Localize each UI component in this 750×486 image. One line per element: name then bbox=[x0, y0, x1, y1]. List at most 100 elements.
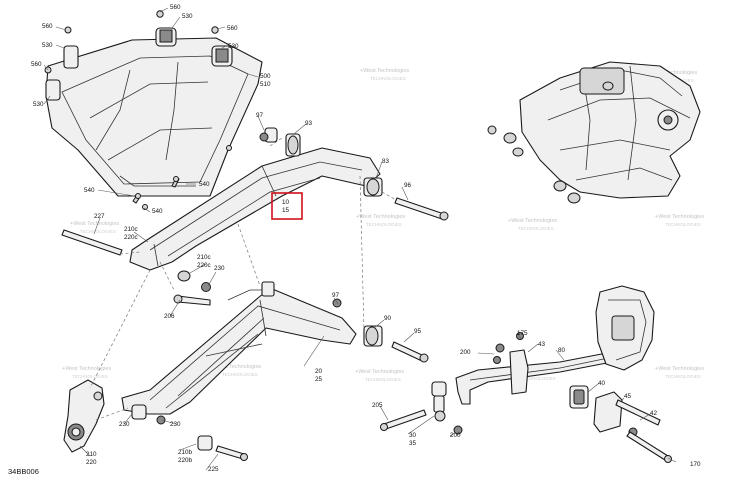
sway-bar-link[interactable] bbox=[595, 285, 655, 371]
callout-560: 560 bbox=[170, 4, 181, 11]
bushing[interactable] bbox=[363, 177, 383, 197]
callout-35: 35 bbox=[409, 440, 417, 447]
callout-560: 560 bbox=[42, 23, 53, 30]
callout-210b: 210b bbox=[178, 449, 193, 456]
skid-plate[interactable] bbox=[45, 37, 263, 197]
callout-200: 200 bbox=[450, 432, 461, 439]
screw[interactable] bbox=[132, 193, 141, 204]
callout-220c: 220c bbox=[124, 234, 138, 241]
svg-text:TECHNOLOGIES: TECHNOLOGIES bbox=[370, 76, 406, 81]
bolt[interactable] bbox=[626, 431, 672, 463]
svg-text:TECHNOLOGIES: TECHNOLOGIES bbox=[72, 374, 108, 379]
callout-530: 530 bbox=[182, 13, 193, 20]
end-link[interactable] bbox=[431, 381, 447, 422]
mount-bracket[interactable] bbox=[261, 281, 275, 297]
bushing-bracket[interactable] bbox=[593, 391, 623, 433]
knuckle[interactable] bbox=[63, 379, 105, 453]
callout-540: 540 bbox=[152, 208, 163, 215]
svg-text:TECHNOLOGIES: TECHNOLOGIES bbox=[366, 222, 402, 227]
clamp-bracket[interactable] bbox=[63, 26, 79, 69]
svg-text:+West Technologies: +West Technologies bbox=[70, 221, 119, 227]
nut[interactable] bbox=[493, 356, 501, 364]
bolt[interactable] bbox=[215, 445, 248, 461]
callout-15: 15 bbox=[282, 207, 290, 214]
bolt[interactable] bbox=[391, 341, 429, 363]
callout-230: 230 bbox=[119, 421, 130, 428]
callout-210: 210 bbox=[86, 451, 97, 458]
callout-500: 500 bbox=[260, 73, 271, 80]
svg-text:TECHNOLOGIES: TECHNOLOGIES bbox=[222, 372, 258, 377]
bolt[interactable] bbox=[380, 409, 427, 431]
nut[interactable] bbox=[201, 282, 211, 292]
callout-30: 30 bbox=[409, 432, 417, 439]
clamp-bracket[interactable] bbox=[211, 26, 233, 67]
callout-96: 96 bbox=[404, 182, 412, 189]
nut[interactable] bbox=[495, 343, 505, 353]
callout-43: 43 bbox=[538, 341, 546, 348]
bushing[interactable] bbox=[569, 385, 589, 409]
callout-560: 560 bbox=[31, 61, 42, 68]
nut[interactable] bbox=[259, 132, 269, 142]
callout-labels: 560 530 560 530 560 530 560 530 500 510 … bbox=[31, 4, 701, 473]
callout-225: 225 bbox=[208, 466, 219, 473]
svg-text:+West Technologies: +West Technologies bbox=[508, 218, 557, 224]
bushing[interactable] bbox=[131, 404, 147, 420]
callout-220c: 220c bbox=[197, 262, 211, 269]
screw[interactable] bbox=[226, 145, 232, 151]
svg-text:TECHNOLOGIES: TECHNOLOGIES bbox=[665, 222, 701, 227]
bushing[interactable] bbox=[363, 325, 383, 347]
callout-97: 97 bbox=[332, 292, 340, 299]
callout-95: 95 bbox=[414, 328, 422, 335]
nut[interactable] bbox=[156, 415, 166, 425]
sway-bar[interactable] bbox=[455, 351, 627, 405]
assembled-suspension-view[interactable] bbox=[487, 61, 701, 204]
highlight-box bbox=[271, 192, 303, 220]
upper-a-arm[interactable] bbox=[129, 147, 381, 271]
callout-220b: 220b bbox=[178, 457, 193, 464]
callout-20: 20 bbox=[315, 368, 323, 375]
callout-210c: 210c bbox=[124, 226, 138, 233]
callout-93: 93 bbox=[305, 120, 313, 127]
washer[interactable] bbox=[177, 270, 191, 282]
screw[interactable] bbox=[171, 176, 180, 188]
svg-text:+West Technologies: +West Technologies bbox=[655, 214, 704, 220]
bolt[interactable] bbox=[394, 197, 449, 221]
callout-45: 45 bbox=[624, 393, 632, 400]
callout-10: 10 bbox=[282, 199, 290, 206]
bolt[interactable] bbox=[615, 399, 661, 426]
svg-text:TECHNOLOGIES: TECHNOLOGIES bbox=[80, 229, 116, 234]
callout-97: 97 bbox=[256, 112, 264, 119]
callout-220: 220 bbox=[86, 459, 97, 466]
callout-530: 530 bbox=[42, 42, 53, 49]
callout-25: 25 bbox=[315, 376, 323, 383]
pivot-bolt[interactable] bbox=[173, 294, 211, 306]
plate-bracket[interactable] bbox=[509, 349, 529, 395]
callout-210c: 210c bbox=[197, 254, 211, 261]
svg-text:TECHNOLOGIES: TECHNOLOGIES bbox=[665, 374, 701, 379]
lower-a-arm[interactable] bbox=[121, 287, 357, 415]
screw[interactable] bbox=[142, 204, 148, 210]
svg-text:+West Technologies: +West Technologies bbox=[648, 70, 697, 76]
svg-text:TECHNOLOGIES: TECHNOLOGIES bbox=[365, 377, 401, 382]
leader-lines bbox=[43, 7, 677, 471]
callout-230: 230 bbox=[214, 265, 225, 272]
svg-text:TECHNOLOGIES: TECHNOLOGIES bbox=[518, 226, 554, 231]
callout-206: 206 bbox=[164, 313, 175, 320]
callout-40: 40 bbox=[598, 380, 606, 387]
pivot-bolt[interactable] bbox=[61, 229, 123, 256]
callout-90: 90 bbox=[384, 315, 392, 322]
callout-80: 80 bbox=[558, 347, 566, 354]
bushing[interactable] bbox=[197, 435, 213, 451]
clamp-bracket[interactable] bbox=[155, 10, 177, 47]
svg-text:+West Technologies: +West Technologies bbox=[212, 364, 261, 370]
bushing[interactable] bbox=[285, 133, 301, 157]
callout-530: 530 bbox=[228, 43, 239, 50]
